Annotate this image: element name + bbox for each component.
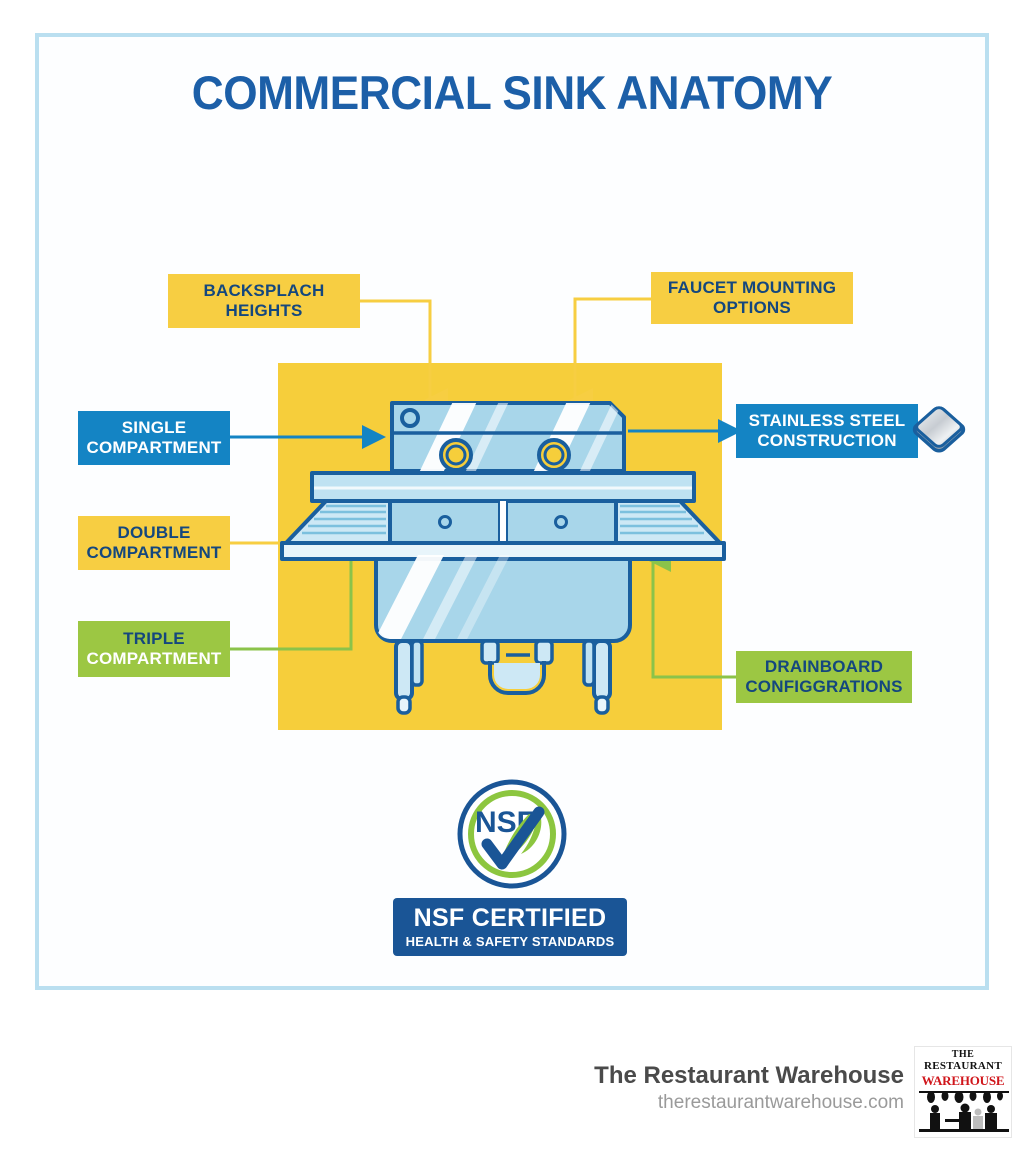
footer-text-block: The Restaurant Warehouse therestaurantwa…	[594, 1062, 904, 1115]
footer-brand-name: The Restaurant Warehouse	[594, 1062, 904, 1089]
label-single-compartment[interactable]: SINGLE COMPARTMENT	[78, 411, 230, 465]
label-backsplash-heights[interactable]: BACKSPLACH HEIGHTS	[168, 274, 360, 328]
page-title: COMMERCIAL SINK ANATOMY	[191, 66, 833, 119]
commercial-sink-illustration	[280, 401, 726, 715]
label-drainboard-configurations[interactable]: DRAINBOARD CONFIGGRATIONS	[736, 651, 912, 703]
logo-line-restaurant: RESTAURANT	[924, 1060, 1002, 1072]
label-line-2: CONFIGGRATIONS	[745, 677, 903, 696]
nsf-certified-plate: NSF CERTIFIED HEALTH & SAFETY STANDARDS	[393, 898, 627, 956]
logo-line-the: THE	[951, 1049, 975, 1060]
label-line-1: FAUCET MOUNTING	[667, 277, 837, 297]
nsf-plate-title: NSF CERTIFIED	[413, 904, 607, 933]
label-stainless-steel-construction[interactable]: STAINLESS STEEL CONSTRUCTION	[736, 404, 918, 458]
label-line-1: STAINLESS STEEL	[748, 410, 906, 430]
label-line-2: HEIGHTS	[225, 301, 303, 320]
label-line-1: SINGLE	[121, 417, 187, 437]
nsf-seal-icon: NSF	[457, 779, 567, 889]
metallic-cube-icon	[912, 406, 966, 453]
label-line-1: TRIPLE	[123, 628, 185, 648]
label-triple-compartment[interactable]: TRIPLE COMPARTMENT	[78, 621, 230, 677]
label-line-1: BACKSPLACH	[203, 280, 325, 300]
logo-line-warehouse: WAREHOUSE	[921, 1073, 1005, 1088]
nsf-plate-subtitle: HEALTH & SAFETY STANDARDS	[405, 933, 615, 949]
restaurant-warehouse-logo[interactable]: THE RESTAURANT WAREHOUSE	[914, 1046, 1012, 1138]
label-line-2: COMPARTMENT	[86, 438, 222, 457]
label-line-2: COMPARTMENT	[86, 543, 222, 562]
label-line-2: OPTIONS	[713, 298, 791, 317]
label-line-1: DRAINBOARD	[764, 656, 884, 676]
label-double-compartment[interactable]: DOUBLE COMPARTMENT	[78, 516, 230, 570]
footer-website-url[interactable]: therestaurantwarehouse.com	[657, 1091, 904, 1113]
logo-silhouette-scene	[919, 1091, 1009, 1132]
label-line-1: DOUBLE	[117, 522, 191, 542]
label-faucet-mounting-options[interactable]: FAUCET MOUNTING OPTIONS	[651, 272, 853, 324]
label-line-2: CONSTRUCTION	[757, 431, 897, 450]
label-line-2: COMPARTMENT	[86, 649, 222, 668]
